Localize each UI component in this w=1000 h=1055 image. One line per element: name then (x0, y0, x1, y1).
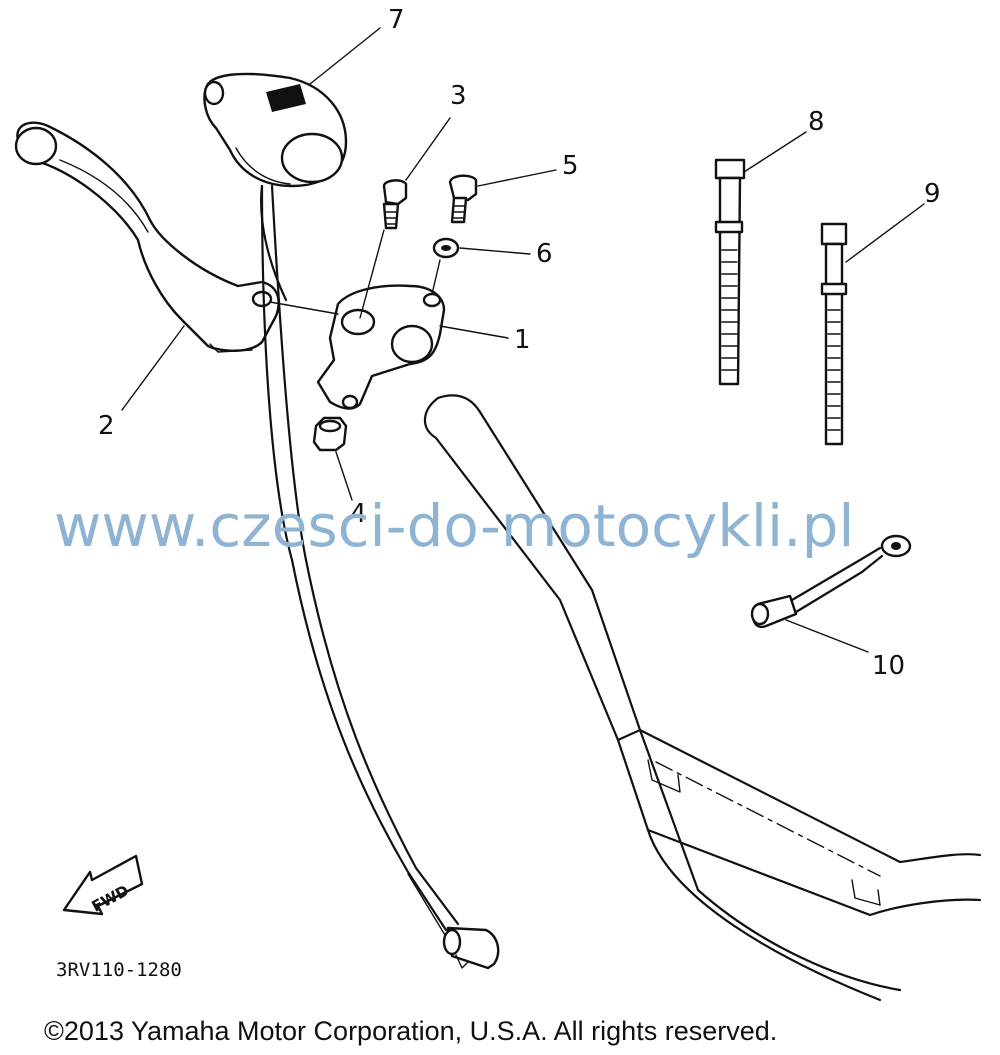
part-3-bolt (359, 179, 408, 319)
part-8-cable-tie (714, 158, 746, 386)
callout-8: 8 (808, 107, 825, 137)
copyright-notice: ©2013 Yamaha Motor Corporation, U.S.A. A… (44, 1016, 777, 1046)
callout-1: 1 (514, 325, 531, 355)
part-7-clutch-switch (203, 72, 348, 302)
switch-cable (260, 184, 500, 970)
callout-3: 3 (450, 81, 467, 111)
callout-7: 7 (388, 5, 405, 35)
part-5-bolt (448, 174, 478, 224)
part-2-clutch-lever (14, 121, 280, 353)
callout-10: 10 (872, 651, 905, 681)
callout-9: 9 (924, 179, 941, 209)
callout-5: 5 (562, 151, 579, 181)
part-4-nut (312, 416, 348, 452)
callout-4: 4 (350, 499, 367, 529)
diagram-code: 3RV110-1280 (56, 959, 182, 981)
part-6-washer (431, 237, 460, 295)
callout-6: 6 (536, 239, 553, 269)
fwd-arrow: FWD (62, 854, 144, 916)
callout-2: 2 (98, 411, 115, 441)
part-9-cable-tie (820, 222, 848, 446)
part-1-lever-bracket (269, 284, 446, 410)
leader-lines (121, 27, 925, 653)
part-10-lead-wire (750, 534, 912, 629)
watermark: www.czesci-do-motocykli.pl (54, 492, 855, 560)
handlebar (423, 394, 982, 1002)
